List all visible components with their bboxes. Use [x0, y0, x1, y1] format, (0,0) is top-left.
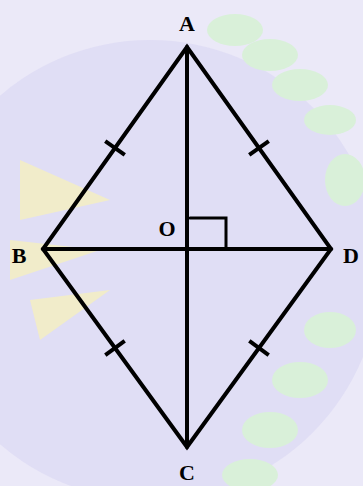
point-name: D	[343, 243, 359, 268]
equal-side-tick	[249, 141, 269, 155]
point-name: O	[158, 216, 175, 241]
equal-side-tick	[249, 341, 268, 355]
diagonal-bd	[43, 247, 331, 251]
point-name: B	[12, 243, 27, 268]
rhombus-outline	[43, 47, 331, 447]
point-name: C	[179, 460, 195, 485]
vertex-label: D	[343, 245, 359, 267]
watermark-disc	[0, 40, 363, 486]
equal-side-tick	[105, 341, 124, 355]
vertex-label: C	[179, 462, 195, 484]
point-name: A	[179, 11, 195, 36]
vertex-label: B	[12, 245, 27, 267]
vertex-label: O	[158, 218, 175, 240]
right-angle-mark	[190, 218, 226, 249]
vertex-label: A	[179, 13, 195, 35]
equal-side-tick	[105, 141, 125, 155]
